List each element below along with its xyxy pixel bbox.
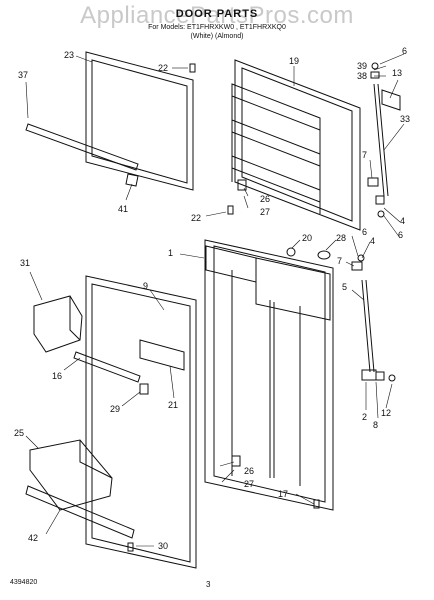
screw-30 xyxy=(127,542,134,552)
door-trim-strip-42 xyxy=(25,485,135,539)
upper-hinge-assembly xyxy=(367,62,401,218)
callout-25: 25 xyxy=(14,428,24,438)
callout-30: 30 xyxy=(158,541,168,551)
lower-hinge-assembly xyxy=(351,254,396,382)
door-trim-strip-37 xyxy=(25,123,139,171)
callout-13: 13 xyxy=(392,68,402,78)
callout-labels: 23 37 22 19 6 39 38 13 33 7 4 6 41 26 27… xyxy=(14,46,410,551)
callout-6: 6 xyxy=(398,230,403,240)
diagram-title: DOOR PARTS xyxy=(175,8,259,20)
callout-26: 26 xyxy=(260,194,270,204)
watermark: AppliancePartsPros.com xyxy=(80,2,354,29)
callout-4: 4 xyxy=(400,216,405,226)
hinge-pin-26-bottom xyxy=(231,455,241,467)
callout-20: 20 xyxy=(302,233,312,243)
door-bin-25 xyxy=(29,439,113,511)
callout-19: 19 xyxy=(289,56,299,66)
callout-17: 17 xyxy=(278,489,288,499)
callout-26: 26 xyxy=(244,466,254,476)
callout-41: 41 xyxy=(118,204,128,214)
callout-31: 31 xyxy=(20,258,30,268)
callout-22: 22 xyxy=(191,213,201,223)
upper-door-gasket xyxy=(85,51,194,191)
callout-28: 28 xyxy=(336,233,346,243)
callout-7: 7 xyxy=(337,256,342,266)
door-bar-21 xyxy=(139,339,185,371)
callout-8: 8 xyxy=(373,420,378,430)
callout-29: 29 xyxy=(110,404,120,414)
callout-39: 39 xyxy=(357,61,367,71)
page-number: 3 xyxy=(206,580,211,589)
dairy-compartment-31 xyxy=(33,295,83,353)
callout-16: 16 xyxy=(52,371,62,381)
clip-29 xyxy=(139,383,149,395)
callout-6: 6 xyxy=(402,46,407,56)
callout-42: 42 xyxy=(28,533,38,543)
leader-lines xyxy=(25,53,405,547)
callout-9: 9 xyxy=(143,281,148,291)
callout-7: 7 xyxy=(362,150,367,160)
callout-23: 23 xyxy=(64,50,74,60)
callout-22: 22 xyxy=(158,63,168,73)
cap-20 xyxy=(286,247,296,257)
screw-22-mid xyxy=(227,205,234,215)
callout-37: 37 xyxy=(18,70,28,80)
callout-1: 1 xyxy=(168,248,173,258)
fresh-food-door-panel xyxy=(204,239,334,511)
callout-33: 33 xyxy=(400,114,410,124)
callout-27: 27 xyxy=(244,479,254,489)
callout-6: 6 xyxy=(362,227,367,237)
lower-door-gasket xyxy=(85,275,197,569)
model-numbers: For Models: ET1FHRXKW0 , ET1FHRXKQ0 xyxy=(148,24,286,31)
callout-27: 27 xyxy=(260,207,270,217)
shelf-bar-16 xyxy=(73,351,141,383)
upper-door-panel xyxy=(231,59,361,231)
callout-4: 4 xyxy=(370,236,375,246)
callout-2: 2 xyxy=(362,412,367,422)
hinge-pin-26-top xyxy=(237,179,247,191)
callout-5: 5 xyxy=(342,282,347,292)
color-variants: (White) (Almond) xyxy=(190,33,244,40)
callout-21: 21 xyxy=(168,400,178,410)
clip-41 xyxy=(125,173,139,187)
document-number: 4394820 xyxy=(10,579,38,586)
cap-28 xyxy=(317,250,331,260)
callout-12: 12 xyxy=(381,408,391,418)
screw-22-top xyxy=(189,63,196,73)
callout-38: 38 xyxy=(357,71,367,81)
